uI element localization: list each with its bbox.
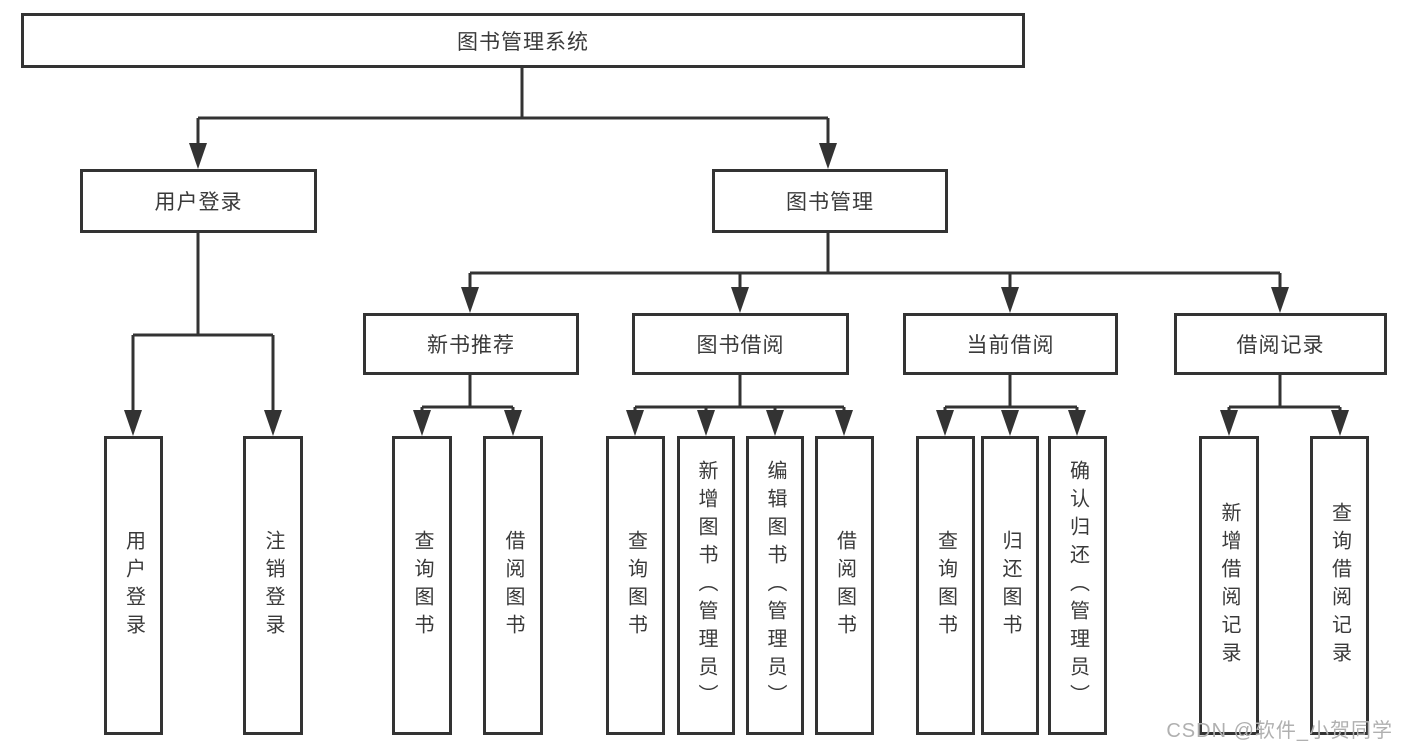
node-book-borrowing: 图书借阅: [632, 313, 849, 375]
node-logout-action: 注销登录: [243, 436, 303, 735]
node-add-borrow-record: 新增借阅记录: [1199, 436, 1259, 735]
node-query-borrow-record: 查询借阅记录: [1310, 436, 1369, 735]
node-root: 图书管理系统: [21, 13, 1025, 68]
node-user-login-action: 用户登录: [104, 436, 163, 735]
node-book-management: 图书管理: [712, 169, 948, 233]
node-query-books-current: 查询图书: [916, 436, 975, 735]
node-edit-books-admin: 编辑图书（管理员）: [746, 436, 804, 735]
node-add-books-admin: 新增图书（管理员）: [677, 436, 735, 735]
node-user-login: 用户登录: [80, 169, 317, 233]
node-return-books: 归还图书: [981, 436, 1039, 735]
node-query-books-borrow: 查询图书: [606, 436, 665, 735]
node-query-books-recommend: 查询图书: [392, 436, 452, 735]
node-new-book-recommend: 新书推荐: [363, 313, 579, 375]
node-current-borrowing: 当前借阅: [903, 313, 1118, 375]
node-borrow-books-recommend: 借阅图书: [483, 436, 543, 735]
watermark: CSDN @软件_小贺同学: [1166, 720, 1393, 742]
node-confirm-return-admin: 确认归还（管理员）: [1048, 436, 1107, 735]
node-borrow-books: 借阅图书: [815, 436, 874, 735]
node-borrow-records: 借阅记录: [1174, 313, 1387, 375]
